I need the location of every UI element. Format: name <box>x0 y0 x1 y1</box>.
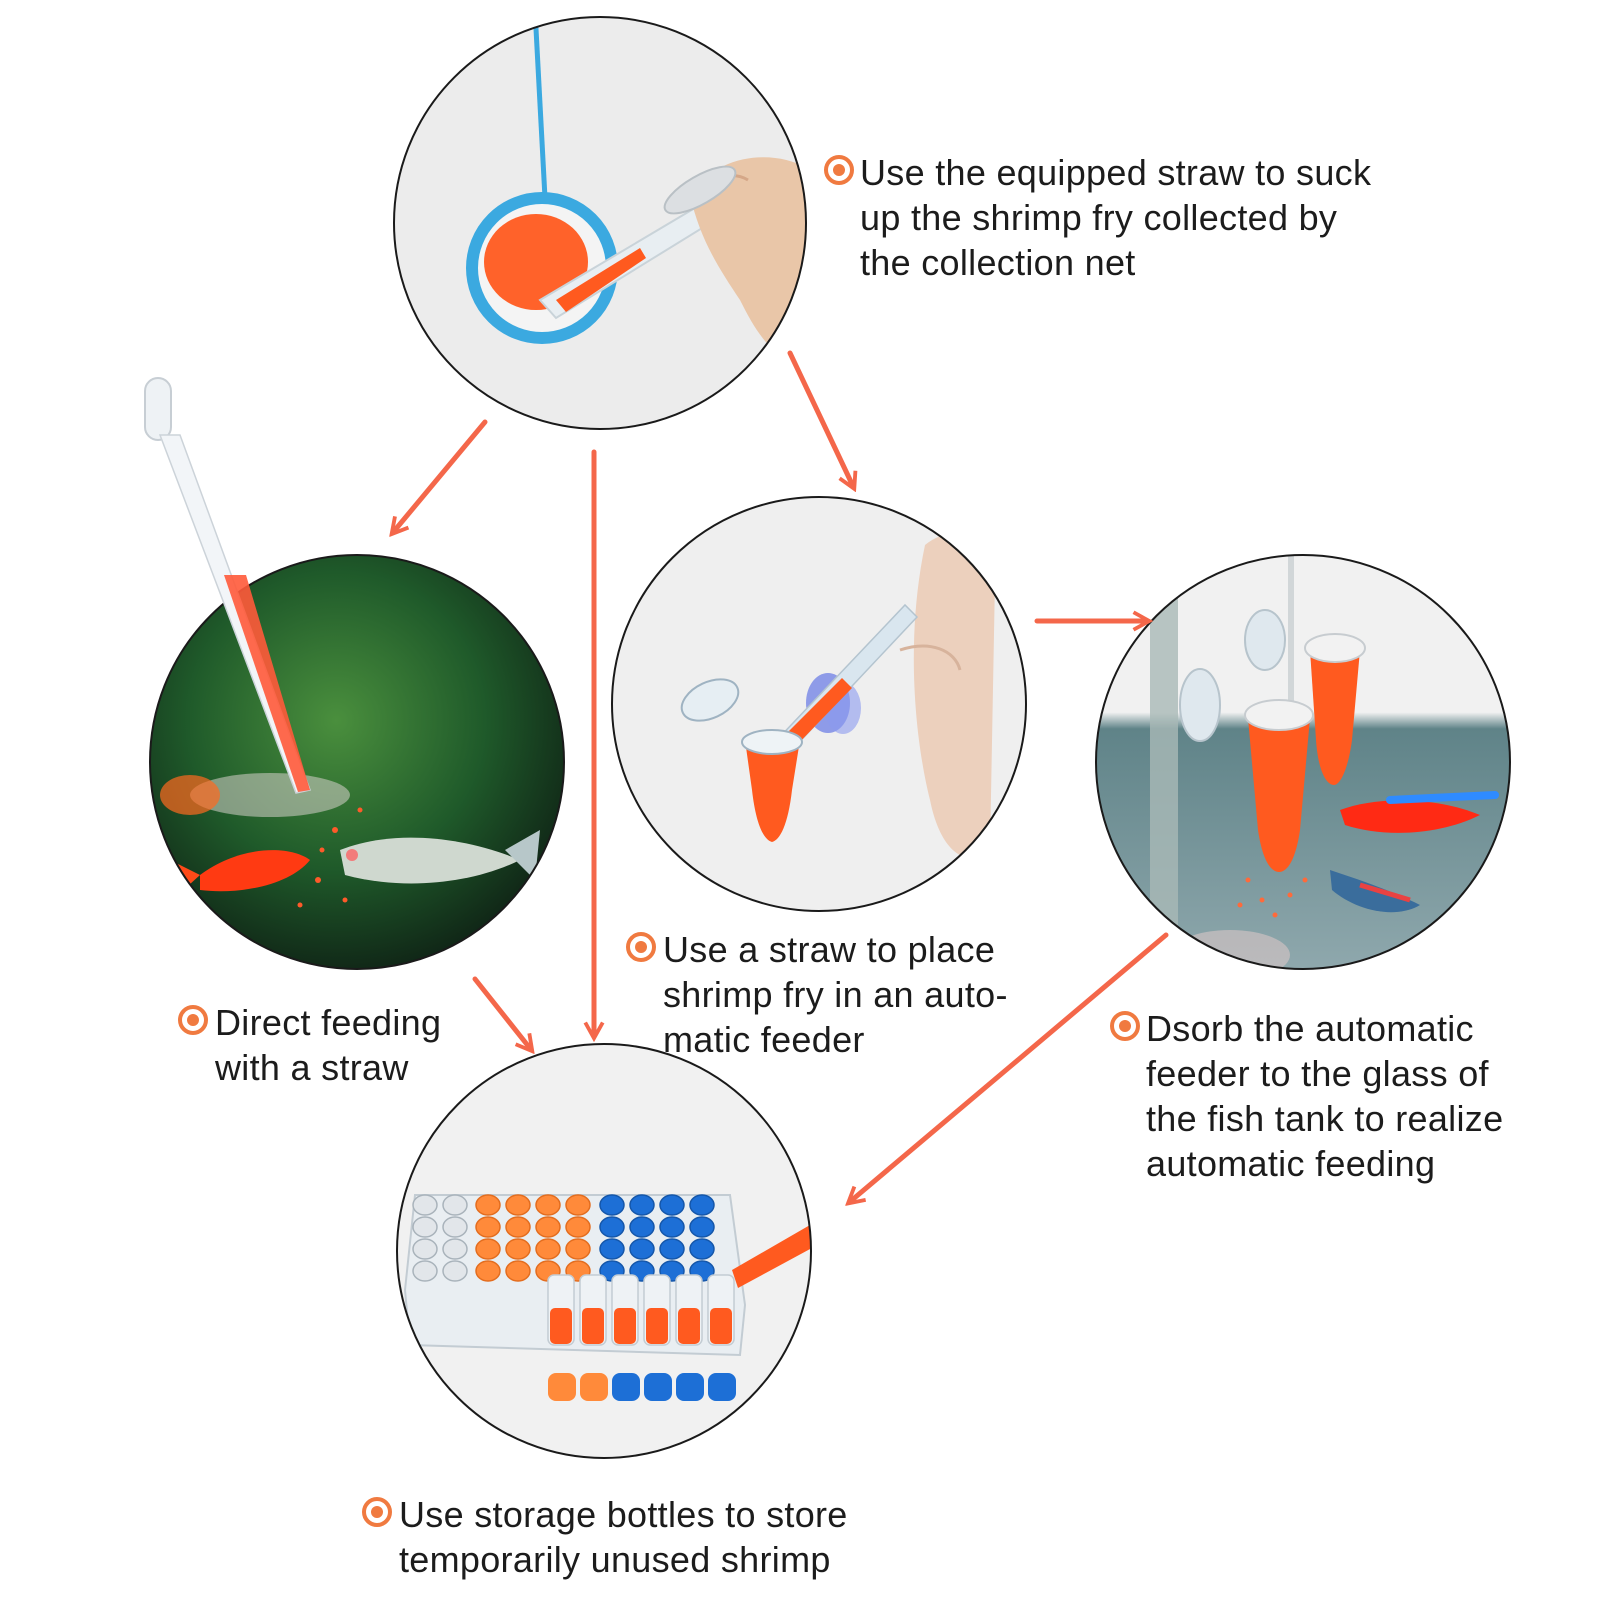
bottle-cap <box>629 1194 655 1216</box>
bottle-cap <box>442 1216 468 1238</box>
bottle-cap <box>505 1194 531 1216</box>
bottle-cap <box>442 1260 468 1282</box>
pipette <box>144 377 312 794</box>
tank-glass-photo <box>1095 554 1511 970</box>
bottle-cap <box>412 1194 438 1216</box>
caption-collect: Use the equipped straw to suck up the sh… <box>860 152 1372 283</box>
bullet-direct-feed <box>178 1005 208 1035</box>
arrow-direct-feed-to-storage <box>472 976 529 1047</box>
storage-bottles-photo <box>396 1043 812 1459</box>
bottle-cap <box>689 1238 715 1260</box>
bottle-cap <box>535 1216 561 1238</box>
bottle-cap <box>505 1238 531 1260</box>
direct-feeding-photo <box>144 377 565 970</box>
bottle-cap <box>475 1194 501 1216</box>
bottle-cap <box>659 1194 685 1216</box>
bottle-cap <box>442 1238 468 1260</box>
bottle-cap <box>659 1216 685 1238</box>
bottle-cap <box>475 1238 501 1260</box>
bottle-cap <box>412 1260 438 1282</box>
caption-auto-feed: Dsorb the automatic feeder to the glass … <box>1146 1008 1504 1184</box>
bottle-cap <box>565 1216 591 1238</box>
arrow-collect-to-direct-feed <box>395 419 488 530</box>
caption-direct-feed: Direct feeding with a straw <box>215 1002 442 1088</box>
bottle-cap <box>535 1238 561 1260</box>
bottle-cap <box>505 1260 531 1282</box>
caption-store: Use storage bottles to store temporarily… <box>399 1494 848 1580</box>
bottle-cap <box>475 1216 501 1238</box>
bottle-cap <box>535 1194 561 1216</box>
arrow-tank-to-storage <box>852 932 1169 1200</box>
bottle-cap <box>599 1238 625 1260</box>
bottle-cap <box>565 1194 591 1216</box>
bullet-place-feeder <box>626 932 656 962</box>
collection-net-photo <box>393 16 807 430</box>
bottle-cap <box>689 1194 715 1216</box>
bottle-cap <box>599 1194 625 1216</box>
bottle-cap <box>599 1216 625 1238</box>
bullet-store <box>362 1497 392 1527</box>
bottle-cap <box>442 1194 468 1216</box>
bottle-cap <box>629 1216 655 1238</box>
place-feeder-photo <box>611 496 1027 912</box>
bottle-cap <box>505 1216 531 1238</box>
bottle-cap <box>475 1260 501 1282</box>
bottle-cap <box>629 1238 655 1260</box>
bullet-auto-feed <box>1110 1011 1140 1041</box>
bottle-cap <box>689 1216 715 1238</box>
caption-place-feeder: Use a straw to place shrimp fry in an au… <box>663 929 1008 1060</box>
arrow-collect-to-feeder <box>787 350 852 484</box>
bottle-cap <box>659 1238 685 1260</box>
bullet-collect <box>824 155 854 185</box>
bottle-cap <box>412 1216 438 1238</box>
bottle-cap <box>565 1238 591 1260</box>
bottle-cap <box>412 1238 438 1260</box>
